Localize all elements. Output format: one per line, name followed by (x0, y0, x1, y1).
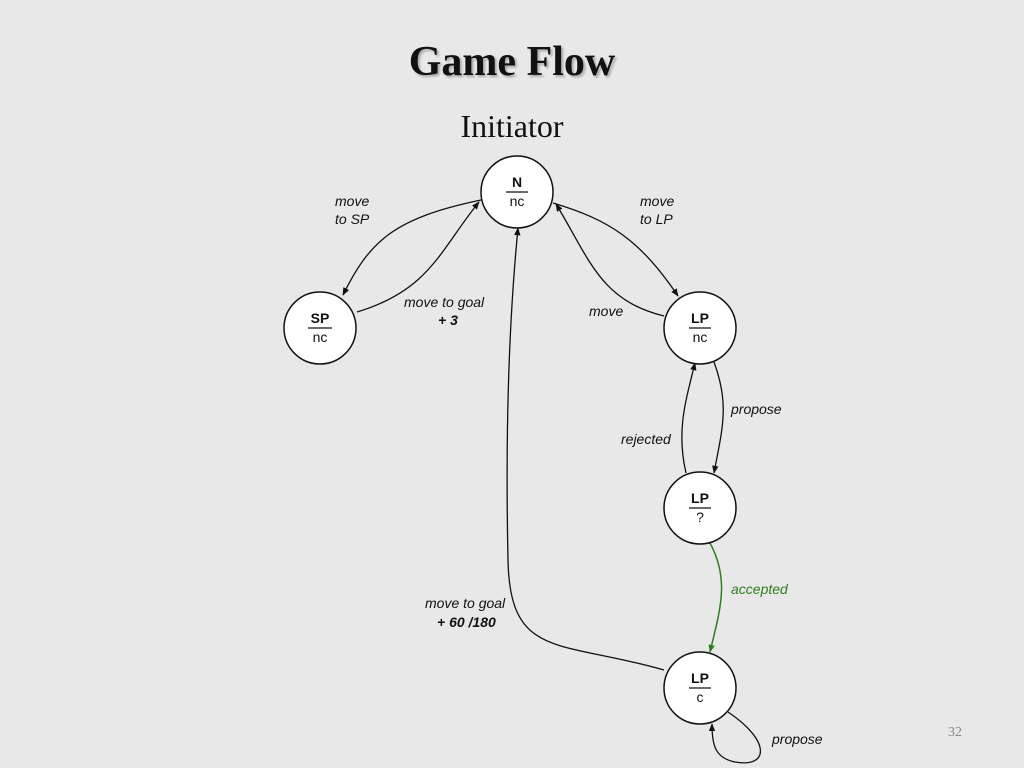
edge-lp-to-n (555, 203, 665, 317)
node-sp-nc: SP nc (283, 291, 357, 365)
edge-n-to-sp (342, 199, 482, 296)
edge-propose (712, 361, 724, 474)
edge-label-rejected: rejected (621, 431, 672, 447)
edge-label-self-propose: propose (771, 731, 823, 747)
node-lp-c: LP c (663, 651, 737, 725)
edge-accepted (708, 542, 723, 653)
node-n-nc-bottom: nc (510, 193, 525, 209)
node-lp-nc-top: LP (691, 310, 709, 326)
diagram-subtitle: Initiator (460, 108, 564, 144)
page-number: 32 (948, 725, 962, 740)
edge-label-lpc-to-n-line2: + 60 /180 (437, 614, 496, 630)
node-lp-q-top: LP (691, 490, 709, 506)
edge-sp-to-n (356, 201, 480, 313)
node-lp-q: LP ? (663, 471, 737, 545)
slide-title: Game Flow (408, 39, 616, 85)
edge-label-move-to-lp-line1: move (640, 193, 674, 209)
node-lp-nc-bottom: nc (693, 329, 708, 345)
node-lp-c-top: LP (691, 670, 709, 686)
node-sp-nc-top: SP (311, 310, 330, 326)
edge-lpc-to-n (506, 227, 665, 671)
edge-label-sp-to-n-line1: move to goal (404, 294, 485, 310)
node-sp-nc-bottom: nc (313, 329, 328, 345)
edge-label-lpc-to-n-line1: move to goal (425, 595, 506, 611)
edge-self-propose (708, 711, 762, 764)
node-lp-nc: LP nc (663, 291, 737, 365)
edge-label-propose: propose (730, 401, 782, 417)
edge-label-move-to-sp-line2: to SP (335, 211, 370, 227)
edge-n-to-lp (552, 202, 679, 297)
node-n-nc-top: N (512, 174, 522, 190)
edge-rejected (681, 362, 697, 474)
edge-label-move-to-lp-line2: to LP (640, 211, 673, 227)
node-n-nc: N nc (480, 155, 554, 229)
edge-label-lp-to-n: move (589, 303, 623, 319)
node-lp-q-bottom: ? (696, 509, 704, 525)
edge-label-move-to-sp-line1: move (335, 193, 369, 209)
node-lp-c-bottom: c (697, 689, 704, 705)
edge-label-accepted: accepted (731, 581, 789, 597)
edge-label-sp-to-n-line2: + 3 (438, 312, 458, 328)
